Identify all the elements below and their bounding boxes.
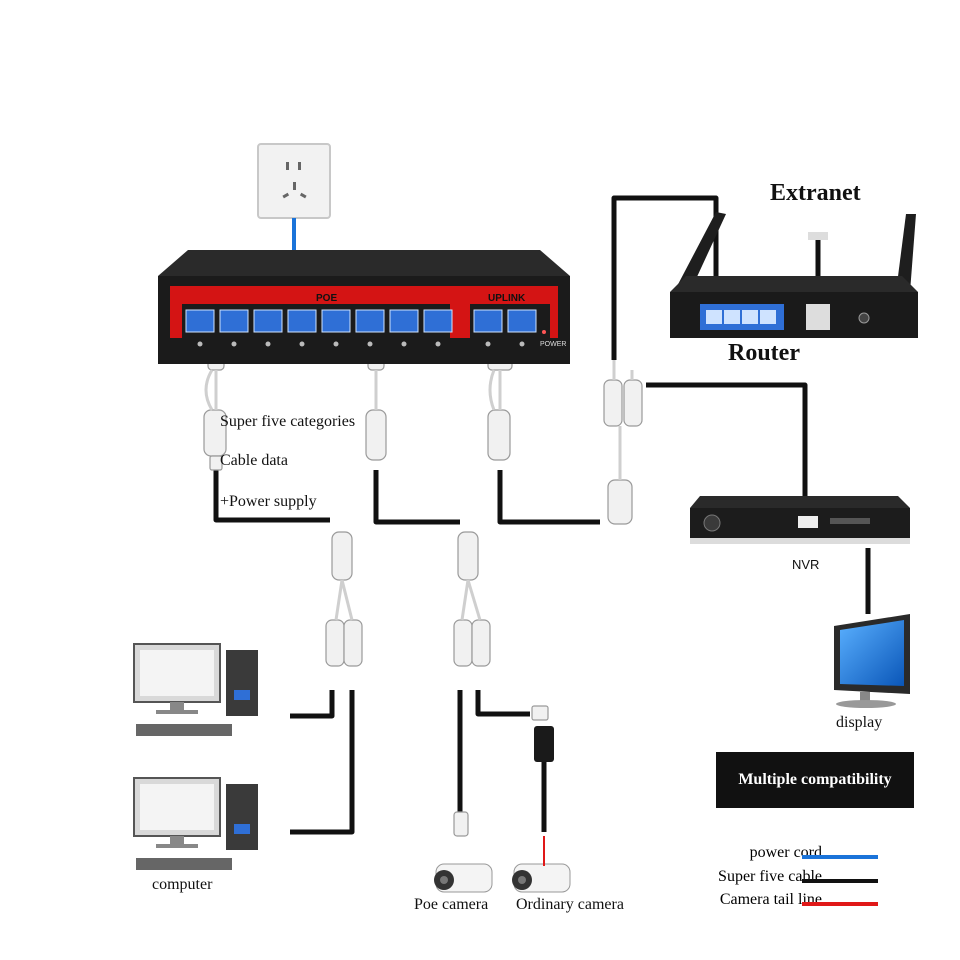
router — [670, 212, 918, 338]
legend-line — [802, 902, 878, 906]
display-label: display — [836, 714, 883, 731]
wall-outlet — [257, 143, 331, 219]
port-led — [519, 341, 525, 347]
router-label: Router — [728, 340, 800, 366]
poe-camera-label: Poe camera — [414, 896, 489, 913]
legend-row-super-five-cable: Super five cable — [640, 868, 940, 890]
cable-label-line3: +Power supply — [220, 493, 317, 510]
port-led — [299, 341, 305, 347]
ordinary-camera — [512, 863, 571, 893]
poe-port — [219, 309, 249, 333]
port-led — [485, 341, 491, 347]
poe-switch — [158, 250, 570, 364]
port-led — [231, 341, 237, 347]
power-adapter — [534, 726, 554, 762]
compatibility-badge: Multiple compatibility — [716, 752, 914, 808]
nvr — [690, 496, 910, 544]
extranet-label: Extranet — [770, 180, 861, 206]
uplink-port — [473, 309, 503, 333]
computer-label: computer — [152, 876, 213, 893]
poe-port — [389, 309, 419, 333]
power-label: POWER — [540, 341, 566, 348]
ordinary-camera-label: Ordinary camera — [516, 896, 624, 913]
poe-port — [253, 309, 283, 333]
legend-label: power cord — [749, 844, 822, 861]
port-led — [333, 341, 339, 347]
display-monitor — [834, 614, 910, 708]
legend-line — [802, 855, 878, 859]
port-led — [265, 341, 271, 347]
nvr-label: NVR — [792, 557, 820, 572]
switch-ports — [185, 309, 537, 347]
poe-port — [355, 309, 385, 333]
poe-port — [423, 309, 453, 333]
uplink-label: UPLINK — [488, 293, 526, 304]
power-led — [542, 330, 546, 334]
legend-row-camera-tail-line: Camera tail line — [640, 891, 940, 913]
cable-label-line1: Super five categories — [220, 413, 356, 430]
port-led — [401, 341, 407, 347]
legend-label: Super five cable — [718, 868, 822, 885]
port-led — [197, 341, 203, 347]
legend-row-power-cord: power cord — [640, 844, 940, 866]
uplink-port — [507, 309, 537, 333]
super-five-cables — [213, 195, 871, 835]
poe-label: POE — [316, 293, 337, 304]
computer-bottom — [133, 777, 258, 870]
cable-label-line2: Cable data — [220, 452, 288, 469]
legend-line — [802, 879, 878, 883]
poe-camera — [434, 863, 493, 893]
poe-port — [287, 309, 317, 333]
port-led — [435, 341, 441, 347]
poe-port — [185, 309, 215, 333]
computer-top — [133, 643, 258, 736]
legend-label: Camera tail line — [719, 891, 822, 908]
poe-port — [321, 309, 351, 333]
port-led — [367, 341, 373, 347]
